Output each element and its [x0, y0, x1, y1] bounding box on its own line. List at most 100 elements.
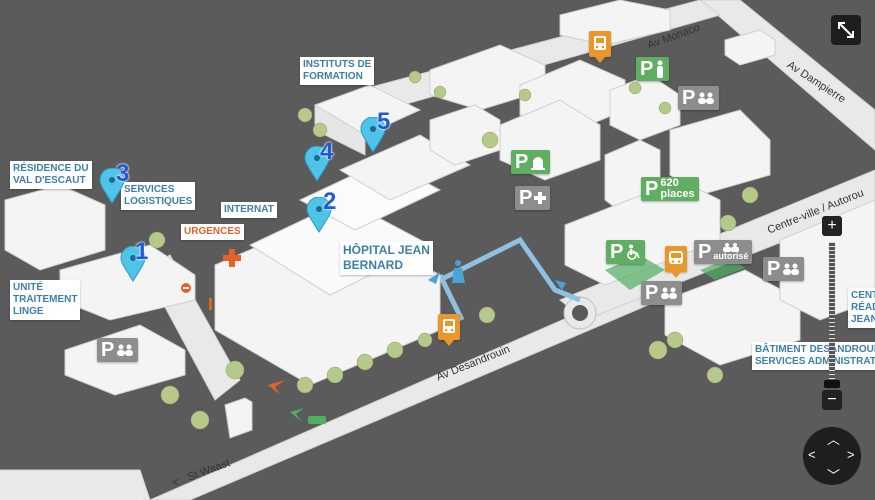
urgences-cross — [223, 249, 241, 267]
building-residence — [4, 184, 106, 271]
parking-marker-plus[interactable]: P — [515, 186, 551, 210]
label-urgences[interactable]: URGENCES — [181, 224, 244, 240]
pan-left-arrow-icon[interactable]: < — [808, 447, 816, 462]
label-line: SERVICES ADMINISTRATIF — [755, 356, 875, 367]
parking-marker-620-places[interactable]: P 620 places — [641, 177, 699, 201]
bus-stop-marker[interactable] — [665, 246, 687, 278]
parking-marker-visitors[interactable]: P — [97, 338, 139, 362]
pin-number-3: 3 — [116, 160, 130, 187]
parking-letter: P — [640, 58, 654, 80]
parking-marker-visitors-bottom[interactable]: P — [641, 281, 683, 305]
parking-marker-accessible-top[interactable]: P — [636, 57, 670, 81]
road-st-waast — [0, 469, 151, 500]
map-pin-icon — [120, 245, 146, 282]
pin-marker-3[interactable] — [99, 167, 125, 204]
label-internat[interactable]: INTERNAT — [221, 202, 277, 218]
tram-stop-marker[interactable] — [589, 31, 611, 63]
pan-down-arrow-icon[interactable]: ﹀ — [827, 468, 841, 483]
label-services-logistiques[interactable]: SERVICES LOGISTIQUES — [121, 182, 196, 210]
zoom-in-button[interactable]: + — [822, 216, 842, 236]
tram-stop-marker-desandrouin[interactable] — [438, 314, 460, 346]
road-arrow-st-waast: < — [172, 475, 180, 489]
map-pin-icon — [99, 167, 125, 204]
parking-letter: P — [515, 151, 529, 173]
parking-marker-emergency[interactable]: P — [511, 150, 551, 174]
map-pin-icon — [304, 145, 330, 182]
tram-icon — [594, 36, 606, 50]
arrow-green — [290, 408, 304, 422]
label-instituts-formation[interactable]: INSTITUTS DE FORMATION — [300, 57, 375, 85]
label-line: TRAITEMENT — [13, 294, 78, 305]
parking-marker-visitors-right[interactable]: P — [763, 257, 805, 281]
label-line: BÂTIMENT DESANDROUIN — [755, 344, 875, 355]
label-line: BERNARD — [343, 258, 403, 272]
parking-authorised-text: autorisé — [713, 251, 749, 261]
zoom-out-button[interactable]: − — [822, 390, 842, 410]
people-icon — [722, 243, 739, 252]
plus-icon — [534, 192, 547, 204]
label-line: FORMATION — [303, 71, 363, 82]
parking-marker-accessible[interactable]: P — [606, 240, 646, 264]
label-line: JEAN — [851, 314, 875, 325]
pin-number-5: 5 — [377, 108, 391, 135]
parking-letter: P — [645, 282, 659, 304]
pin-number-4: 4 — [320, 138, 334, 165]
fullscreen-button[interactable] — [831, 15, 861, 45]
parking-letter: P — [645, 178, 659, 200]
parking-marker-authorised[interactable]: P autorisé — [694, 240, 753, 264]
label-line: SERVICES — [124, 184, 175, 195]
parking-capacity-word: places — [660, 188, 695, 200]
bus-icon — [669, 251, 683, 264]
label-batiment-desandrouin[interactable]: BÂTIMENT DESANDROUIN SERVICES ADMINISTRA… — [752, 342, 875, 370]
arrow-orange — [268, 380, 285, 395]
map-pin-icon — [360, 116, 386, 153]
parking-capacity-count: 620 — [660, 177, 679, 189]
parking-letter: P — [610, 241, 624, 263]
zoom-control: + − — [822, 216, 842, 412]
person-icon — [657, 60, 664, 78]
label-line: RÉSIDENCE DU — [13, 163, 89, 174]
pin-marker-1[interactable] — [120, 245, 146, 282]
label-line: RÉAD — [851, 302, 875, 313]
pan-up-arrow-icon[interactable]: ︿ — [827, 432, 841, 447]
label-centre-readaptation[interactable]: CENT RÉAD JEAN — [848, 288, 875, 328]
pin-number-1: 1 — [135, 238, 149, 265]
label-line: LINGE — [13, 306, 44, 317]
parking-letter: P — [682, 87, 696, 109]
label-line: VAL D'ESCAUT — [13, 175, 86, 186]
pin-marker-4[interactable] — [304, 145, 330, 182]
label-line: LOGISTIQUES — [124, 196, 193, 207]
parking-capacity: 620 places — [660, 178, 694, 200]
label-hopital-jean-bernard[interactable]: HÔPITAL JEAN BERNARD — [340, 241, 433, 275]
zoom-slider-track[interactable] — [829, 242, 835, 382]
label-residence-val-escaut[interactable]: RÉSIDENCE DU VAL D'ESCAUT — [10, 161, 92, 189]
parking-authorised-info: autorisé — [713, 243, 748, 261]
people-icon — [698, 92, 715, 104]
label-line: HÔPITAL JEAN — [343, 243, 430, 257]
siren-icon — [531, 157, 546, 170]
pin-marker-2[interactable] — [306, 196, 332, 233]
zoom-slider-handle[interactable] — [824, 380, 840, 388]
parking-letter: P — [519, 187, 533, 209]
label-line: UNITÉ — [13, 282, 43, 293]
label-line: CENT — [851, 290, 875, 301]
people-icon — [661, 287, 678, 299]
pan-right-arrow-icon[interactable]: > — [847, 447, 855, 462]
label-unite-traitement-linge[interactable]: UNITÉ TRAITEMENT LINGE — [10, 280, 81, 320]
expand-icon — [838, 22, 854, 38]
pan-control: ︿ ﹀ < > — [803, 427, 861, 485]
tram-icon — [443, 319, 455, 333]
parking-letter: P — [767, 258, 781, 280]
pedestrian-route — [428, 236, 581, 303]
building-desandrouin — [664, 269, 801, 366]
wheelchair-icon — [627, 244, 641, 260]
pin-number-2: 2 — [323, 188, 337, 215]
parking-marker-visitors-top[interactable]: P — [678, 86, 720, 110]
people-icon — [117, 344, 134, 356]
parking-letter: P — [698, 241, 712, 263]
pin-marker-5[interactable] — [360, 116, 386, 153]
parking-letter: P — [101, 339, 115, 361]
map-pin-icon — [306, 196, 332, 233]
people-icon — [783, 263, 800, 275]
